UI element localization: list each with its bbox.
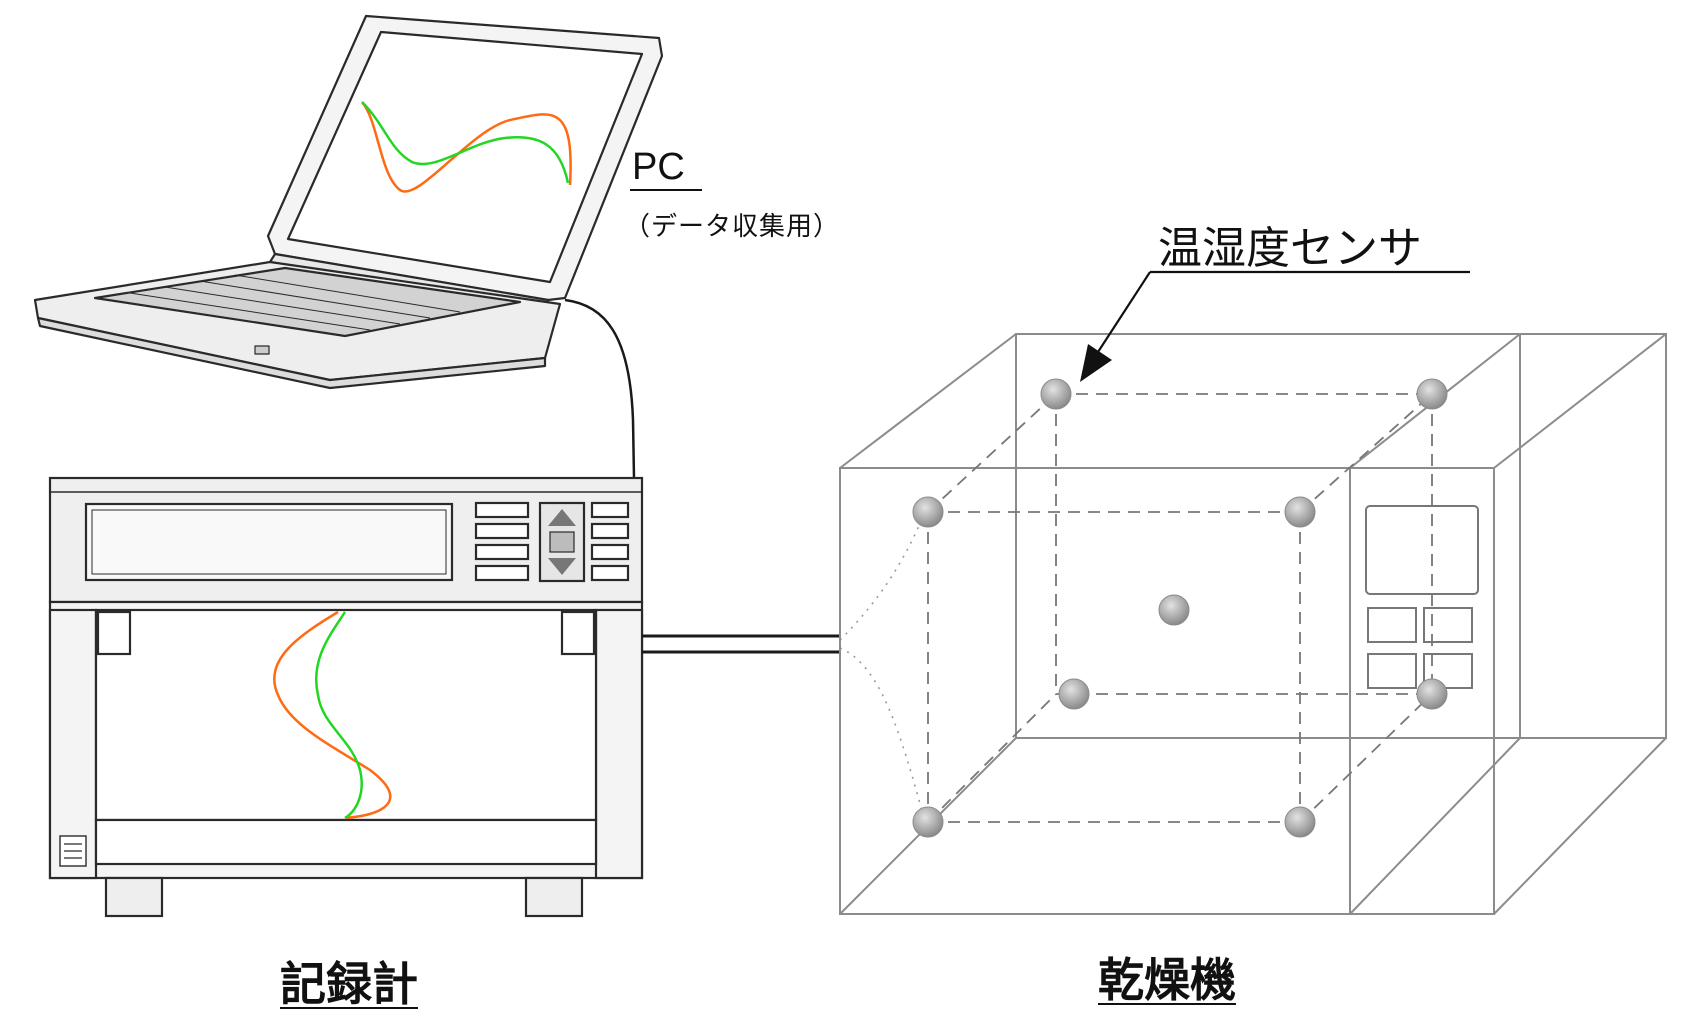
recorder-display	[84, 502, 454, 582]
dryer-control-button	[1423, 607, 1473, 643]
sensor-dot	[1058, 678, 1090, 710]
sensor-dot	[1284, 496, 1316, 528]
dryer-label: 乾燥機	[1098, 953, 1236, 1007]
pc-label: PC	[632, 146, 685, 188]
recorder	[48, 476, 644, 918]
recorder-key	[590, 564, 630, 582]
dryer-front-face	[839, 467, 1495, 915]
recorder-key	[474, 501, 530, 519]
pc-subtitle: （データ収集用）	[624, 212, 841, 242]
recorder-to-dryer-cable	[642, 634, 840, 654]
sensor-dot	[912, 806, 944, 838]
dryer	[839, 333, 1667, 915]
recorder-traces	[273, 610, 392, 820]
sensor-dot	[1416, 378, 1448, 410]
laptop-keyboard	[93, 266, 522, 338]
recorder-trace-orange	[273, 610, 392, 820]
recorder-chart-paper	[94, 608, 598, 822]
recorder-key	[474, 564, 530, 582]
laptop-pc	[33, 14, 664, 390]
dryer-control-display	[1365, 505, 1479, 595]
sensor-arrowhead	[1080, 344, 1112, 382]
sensor-grid	[927, 393, 1433, 823]
recorder-key	[590, 522, 630, 540]
sensor-label: 温湿度センサ	[1158, 223, 1422, 274]
dryer-back-face	[1015, 333, 1667, 739]
sensor-leader-line	[1097, 271, 1151, 353]
recorder-foot	[524, 876, 584, 918]
recorder-key	[474, 543, 530, 561]
recorder-key	[474, 522, 530, 540]
sensor-dot	[1158, 594, 1190, 626]
recorder-trace-green	[315, 611, 363, 820]
sensor-callout	[1080, 270, 1470, 382]
sensor-dot	[1284, 806, 1316, 838]
laptop-screen	[286, 30, 644, 284]
sensor-dots	[912, 378, 1448, 838]
sensor-dot	[1416, 678, 1448, 710]
recorder-key	[590, 501, 630, 519]
sensor-wires	[839, 511, 926, 823]
dryer-control-button	[1367, 607, 1417, 643]
recorder-foot	[104, 876, 164, 918]
sensor-dot	[912, 496, 944, 528]
pc-screen-graph	[361, 101, 572, 193]
recorder-label: 記録計	[280, 957, 418, 1011]
recorder-key	[590, 543, 630, 561]
recorder-paper-tray	[94, 818, 598, 866]
sensor-dot	[1040, 378, 1072, 410]
pc-cable	[564, 298, 636, 479]
pc-trace-green	[361, 101, 570, 184]
dryer-control-button	[1423, 653, 1473, 689]
dryer-control-button	[1367, 653, 1417, 689]
